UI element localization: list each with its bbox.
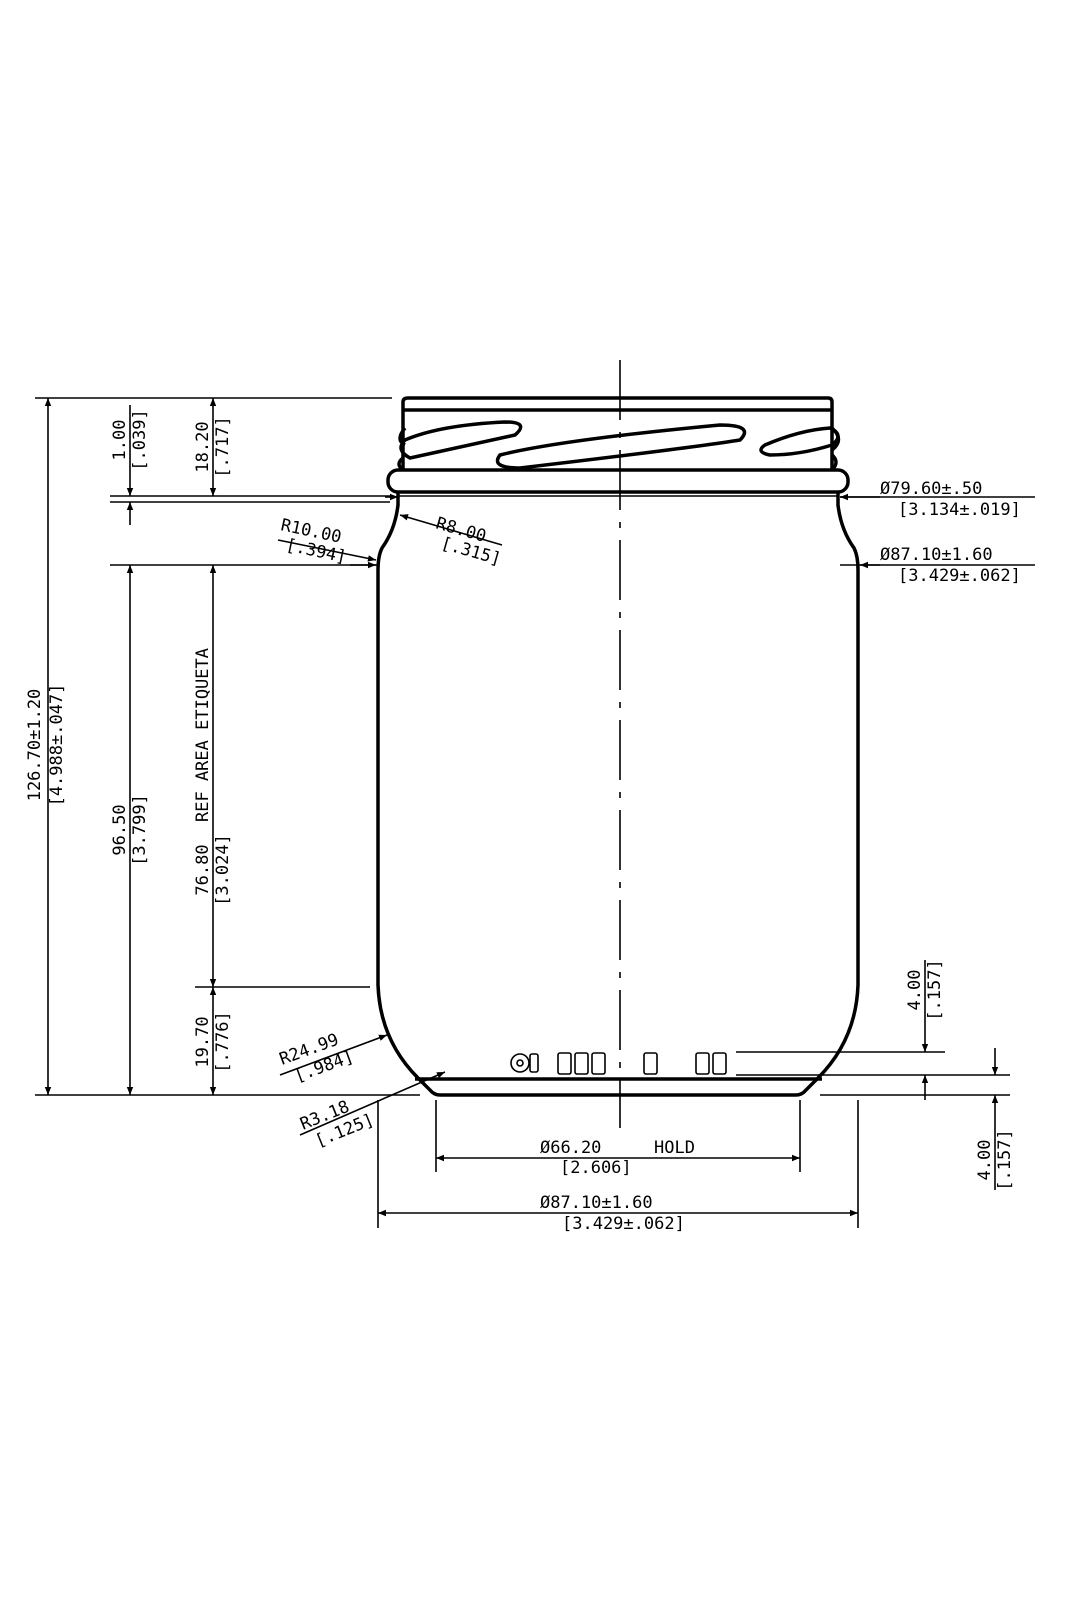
jar-outline <box>376 396 860 1097</box>
finish-height-label: 18.20 <box>193 421 213 472</box>
body-diameter-bottom-label: Ø87.10±1.60 <box>540 1193 653 1213</box>
base-push-height-inch: [.157] <box>995 1129 1015 1190</box>
thread <box>397 420 841 472</box>
body-height-label: 96.50 <box>110 804 130 855</box>
finish-diameter-inch: [3.134±.019] <box>898 500 1021 520</box>
base-diameter-note: HOLD <box>654 1138 695 1158</box>
finish-height-inch: [.717] <box>213 416 233 477</box>
label-area-height-inch: [3.024] <box>213 834 233 906</box>
mold-code-marks <box>510 1052 727 1075</box>
base-diameter-label: Ø66.20 <box>540 1138 601 1158</box>
overall-height-inch: [4.988±.047] <box>47 684 67 807</box>
body-diameter-bottom-inch: [3.429±.062] <box>562 1214 685 1234</box>
extension-lines <box>35 397 1035 1228</box>
base-height-inch: [.776] <box>213 1011 233 1072</box>
body-height-inch: [3.799] <box>130 794 150 866</box>
top-offset-inch: [.039] <box>130 409 150 470</box>
base-height-label: 19.70 <box>193 1016 213 1067</box>
overall-height-label: 126.70±1.20 <box>25 689 45 802</box>
body-diameter-top-label: Ø87.10±1.60 <box>880 545 993 565</box>
label-area-height-label: 76.80 <box>193 844 213 895</box>
base-diameter-inch: [2.606] <box>560 1158 632 1178</box>
body-diameter-top-inch: [3.429±.062] <box>898 566 1021 586</box>
code-zone-height-inch: [.157] <box>925 959 945 1020</box>
code-zone-height-label: 4.00 <box>905 970 925 1011</box>
base-push-height-label: 4.00 <box>975 1140 995 1181</box>
top-offset-label: 1.00 <box>110 420 130 461</box>
finish-diameter-label: Ø79.60±.50 <box>880 479 982 499</box>
label-area-note: REF AREA ETIQUETA <box>193 648 213 822</box>
